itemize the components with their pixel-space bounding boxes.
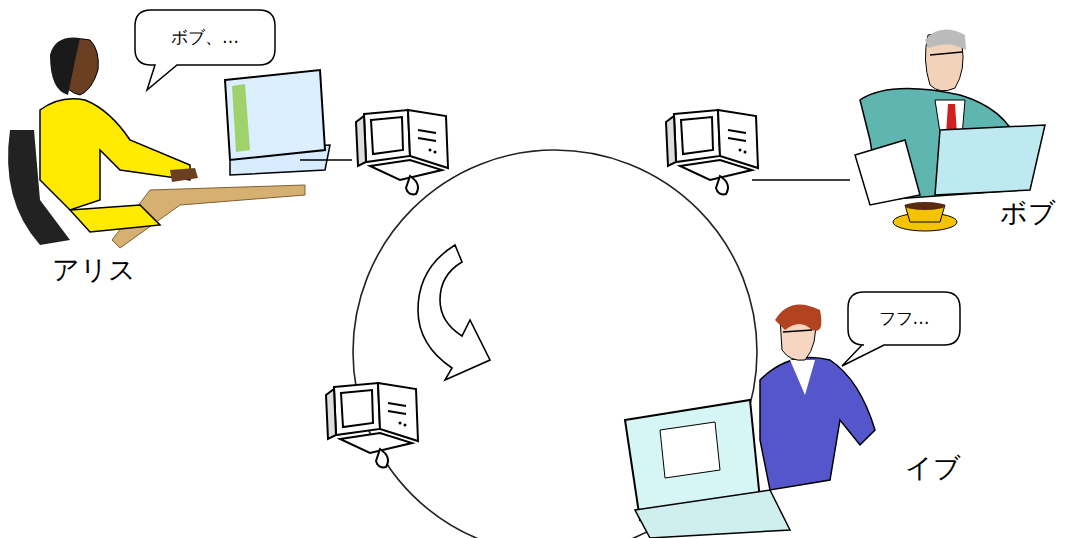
bubble-text: フフ…: [879, 307, 930, 330]
speech-bubble: フフ…: [848, 292, 960, 345]
bubble-shape: [842, 292, 960, 366]
person-name: イブ: [905, 450, 961, 486]
person-name: ボブ: [1000, 195, 1056, 231]
speech-bubble: ボブ、…: [135, 10, 275, 65]
person-name: アリス: [52, 252, 136, 288]
alice-figure: [8, 38, 352, 248]
rotation-arrow: [418, 245, 490, 380]
bubble-text: ボブ、…: [171, 26, 239, 49]
bubble-shape: [135, 10, 275, 90]
eve-figure: [625, 304, 875, 538]
